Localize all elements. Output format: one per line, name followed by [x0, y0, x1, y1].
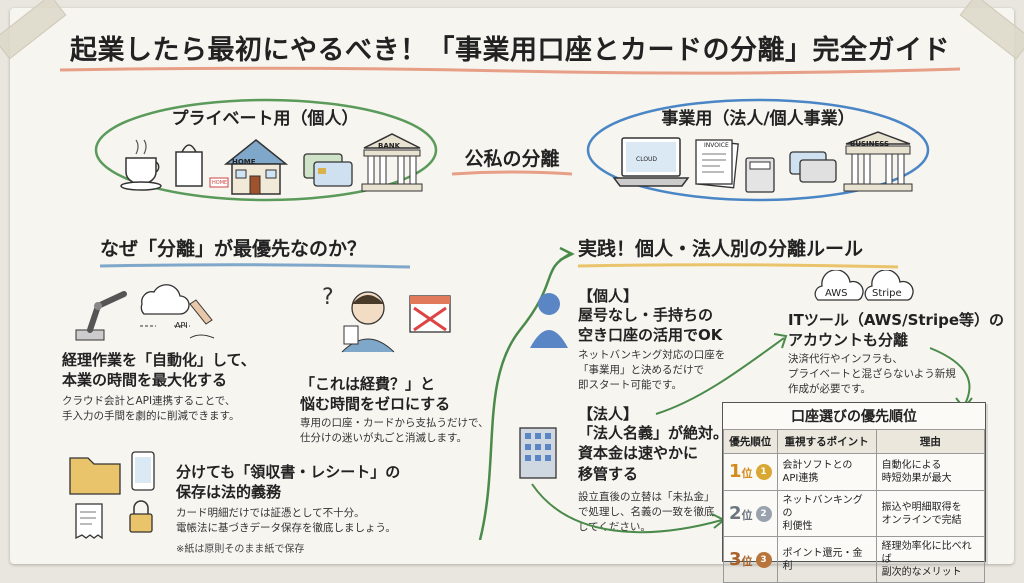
credit-cards-icon — [303, 153, 353, 187]
cloud-logos-group — [814, 270, 914, 301]
rank-unit: 位 — [741, 467, 753, 481]
receipt-body: カード明細だけでは証憑として不十分。 電帳法に基づきデータ保存を徹底しましょう。 — [176, 507, 396, 535]
priority-header-reason: 理由 — [875, 429, 986, 454]
priority-header-point: 重視するポイント — [776, 429, 877, 454]
bank-icon — [361, 133, 423, 192]
thinking-person-icon — [341, 291, 395, 353]
rank-number: 1 — [729, 461, 742, 483]
question-mark-icon: ? — [322, 285, 334, 310]
corp-tag: 【法人】 — [578, 405, 639, 423]
why-underline — [100, 263, 410, 269]
business-oval — [586, 98, 930, 202]
bronze-medal-icon: 3 — [755, 551, 772, 568]
why-heading: なぜ「分離」が最優先なのか？ — [100, 238, 367, 260]
business-label: 事業用（法人/個人事業） — [661, 109, 855, 129]
private-icons-group — [120, 133, 423, 195]
reason-cell: 自動化による 時短効果が最大 — [875, 453, 986, 491]
receipt-title: 分けても「領収書・レシート」の 保存は法的義務 — [176, 463, 401, 502]
flow-arrow-main — [478, 246, 575, 540]
priority-header-rank: 優先順位 — [723, 429, 778, 454]
shopping-bag-icon — [175, 144, 203, 187]
svg-text:?: ? — [322, 285, 334, 310]
it-title: ITツール（AWS/Stripe等）の アカウントも分離 — [788, 311, 1004, 350]
api-label: API — [175, 321, 188, 330]
reason-cell: 振込や明細取得を オンラインで完結 — [875, 490, 986, 537]
invoice-sign-text: INVOICE — [704, 142, 729, 149]
page-title: 起業したら最初にやるべき！「事業用口座とカードの分離」完全ガイド — [70, 35, 950, 66]
individual-tag: 【個人】 — [578, 287, 639, 305]
arrow-to-priority-bottom — [531, 483, 726, 534]
rank-number: 3 — [729, 548, 742, 570]
pen-hand-icon — [189, 299, 215, 339]
crossed-calendar-icon — [409, 295, 451, 333]
business-icons-group — [612, 131, 913, 193]
coffee-cup-icon — [120, 139, 162, 191]
arrow-to-it-tools — [655, 333, 788, 415]
separation-underline — [452, 170, 572, 176]
laptop-icon — [612, 137, 690, 187]
home-mat-text: HOME — [212, 180, 228, 186]
cloud-sign-text: CLOUD — [636, 156, 658, 163]
title-underline — [60, 66, 960, 75]
receipt-note: ※紙は原則そのまま紙で保存 — [176, 544, 305, 555]
folder-icon — [69, 457, 121, 495]
automation-illustration — [75, 284, 215, 341]
cloud-api-icon — [140, 284, 190, 327]
corp-title: 「法人名義」が絶対。 資本金は速やかに 移管する — [578, 424, 729, 483]
home-sign-text: HOME — [232, 158, 256, 166]
smartphone-icon — [131, 451, 155, 491]
reason-cell: 経理効率化に比べれば 副次的なメリット — [875, 536, 986, 583]
practice-heading: 実践！個人・法人別の分離ルール — [578, 238, 864, 260]
individual-title: 屋号なし・手持ちの 空き口座の活用でOK — [578, 306, 723, 345]
stripe-cloud-icon — [864, 270, 914, 301]
point-cell: ポイント還元・金利 — [776, 536, 877, 583]
point-cell: 会計ソフトとの API連携 — [776, 453, 877, 491]
invoice-papers-icon — [695, 139, 739, 189]
business-building-icon — [843, 131, 913, 192]
individual-body: ネットバンキング対応の口座を 「事業用」と決めるだけで 即スタート可能です。 — [578, 349, 726, 392]
worry-illustration: ? — [322, 285, 451, 353]
receipt-illustration — [69, 451, 155, 540]
home-icon — [209, 139, 289, 195]
private-oval — [94, 98, 438, 202]
aws-label: AWS — [825, 288, 848, 299]
rank-unit: 位 — [741, 554, 753, 568]
padlock-icon — [129, 500, 153, 533]
business-cards-icon — [789, 151, 837, 183]
aws-cloud-icon — [814, 270, 864, 301]
person-silhouette-icon — [530, 293, 568, 348]
worry-body: 専用の口座・カードから支払うだけで、 仕分けの迷いが丸ごと消滅します。 — [300, 417, 489, 445]
calculator-icon — [745, 157, 775, 193]
private-label: プライベート用（個人） — [171, 109, 359, 129]
robot-arm-icon — [75, 291, 127, 341]
practice-underline — [578, 263, 898, 269]
it-body: 決済代行やインフラも、 プライベートと混ざらないよう新規 作成が必要です。 — [788, 353, 956, 396]
bank-sign-text: BANK — [378, 142, 401, 150]
silver-medal-icon: 2 — [755, 505, 772, 522]
office-building-icon — [519, 427, 557, 479]
business-sign-text: BUSINESS — [850, 140, 890, 148]
rank-number: 2 — [729, 502, 742, 524]
rank-unit: 位 — [741, 508, 753, 522]
point-cell: ネットバンキングの 利便性 — [776, 490, 877, 537]
gold-medal-icon: 1 — [755, 464, 772, 481]
stripe-label: Stripe — [872, 288, 902, 299]
automation-title: 経理作業を「自動化」して、 本業の時間を最大化する — [62, 351, 256, 390]
priority-title: 口座選びの優先順位 — [791, 409, 917, 425]
worry-title: 「これは経費？」と 悩む時間をゼロにする — [300, 375, 451, 414]
receipt-icon — [75, 503, 103, 540]
corp-body: 設立直後の立替は「未払金」 で処理し、名義の一致を徹底 してください。 — [578, 491, 715, 534]
automation-body: クラウド会計とAPI連携することで、 手入力の手間を劇的に削減できます。 — [62, 395, 240, 423]
separation-label: 公私の分離 — [464, 148, 560, 170]
